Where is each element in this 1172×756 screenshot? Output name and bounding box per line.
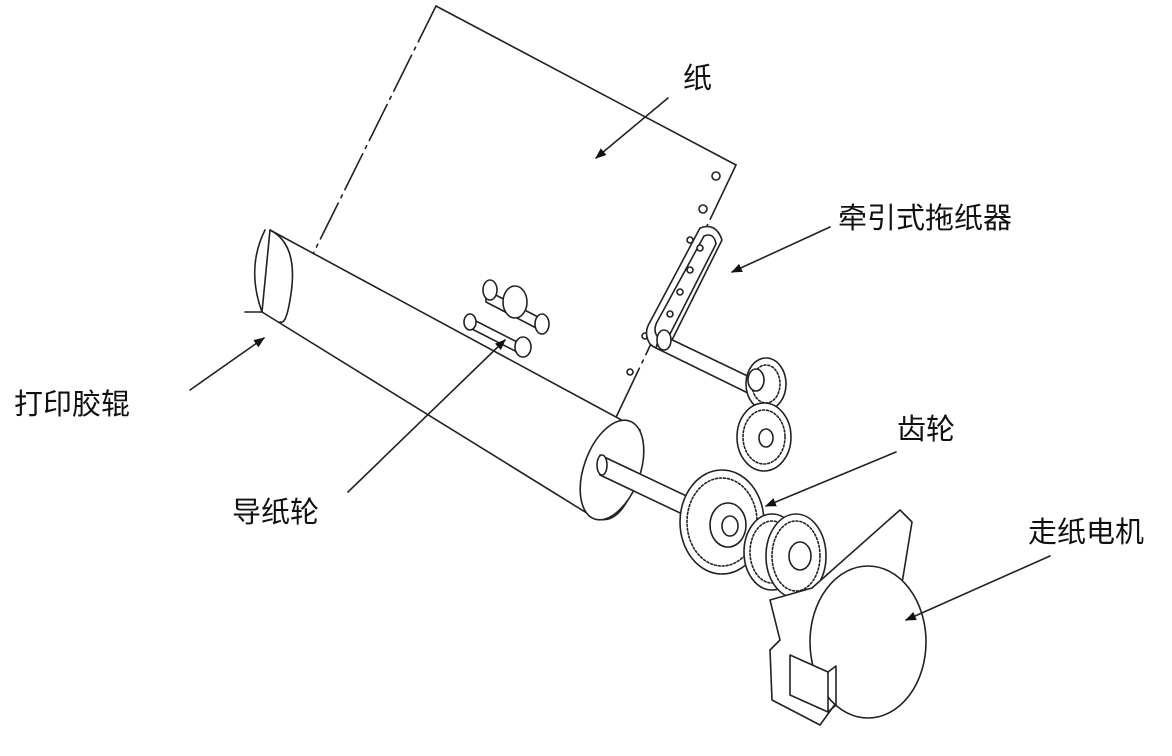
print-roller: [244, 229, 645, 521]
gear-arrow: [764, 451, 897, 507]
guide-wheel-label: 导纸轮: [232, 495, 320, 529]
tractor-feeder-unit: [645, 225, 761, 397]
paper-arrow: [595, 97, 669, 159]
print-roller-label: 打印胶辊: [14, 387, 131, 421]
feed-motor-arrow: [904, 555, 1051, 621]
guide-wheel-arrow: [347, 339, 506, 493]
print-roller-arrow: [189, 337, 265, 391]
upper-small-gear: [745, 357, 787, 411]
tractor-feeder-arrow: [731, 226, 831, 273]
paper-label: 纸: [683, 61, 713, 95]
tractor-feeder-label: 牵引式拖纸器: [838, 201, 1013, 235]
large-gear: [679, 469, 765, 575]
gear-label: 齿轮: [897, 412, 956, 446]
motor-gear: [765, 513, 827, 599]
feed-motor-label: 走纸电机: [1028, 515, 1145, 549]
feed-motor: [769, 509, 927, 726]
middle-gear: [736, 402, 792, 472]
guide-wheel-assembly: [463, 279, 550, 358]
